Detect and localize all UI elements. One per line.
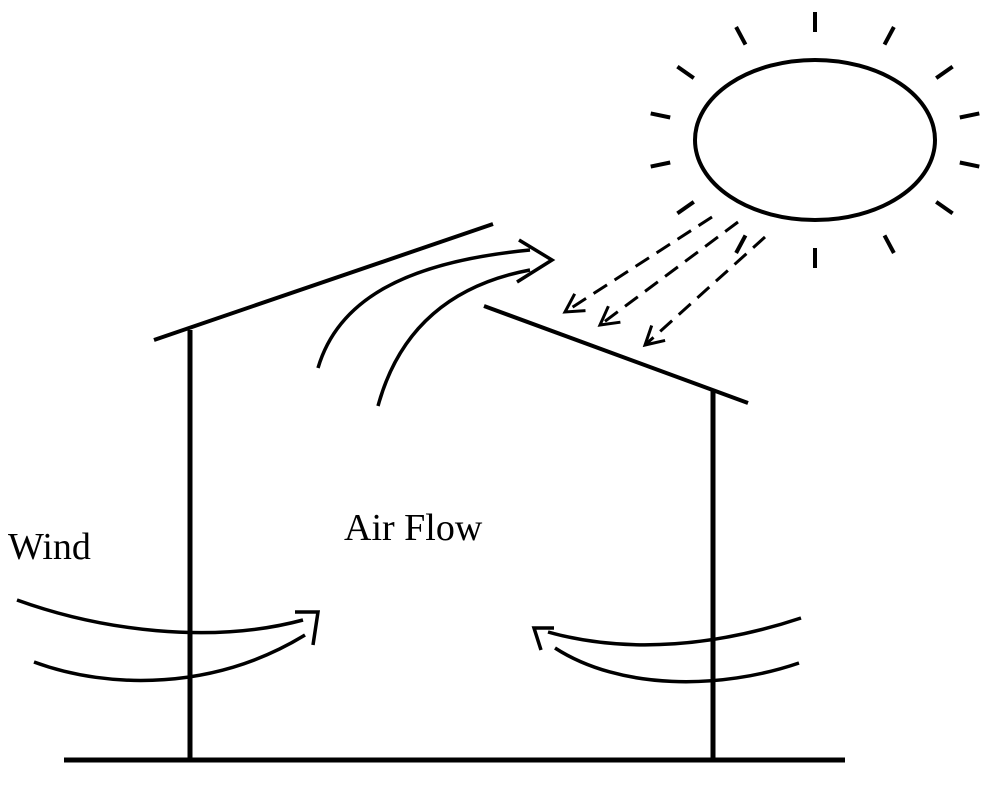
sun-ray	[959, 111, 980, 120]
sun-ray	[650, 160, 671, 169]
sun-ray	[734, 26, 748, 46]
wind-arrow-left-lower	[33, 633, 306, 683]
wind-arrow-right-upper	[547, 616, 802, 647]
solar-radiation-arrowhead	[562, 293, 586, 314]
solar-radiation-arrowhead	[597, 305, 621, 327]
wind-label: Wind	[8, 526, 91, 568]
building-left	[153, 222, 494, 760]
solar-radiation-arrow	[599, 220, 739, 327]
sun-ray	[935, 200, 954, 216]
wind-arrow-left-head	[295, 610, 321, 646]
sun-ray	[734, 234, 748, 254]
wind-arrow-right	[531, 616, 802, 684]
building-right	[483, 304, 749, 760]
sun-ray	[676, 200, 695, 216]
solar-radiation-arrow	[643, 235, 767, 347]
sun-ray	[882, 234, 896, 254]
solar-radiation-arrow	[564, 215, 713, 314]
sun-ray	[882, 26, 896, 46]
right-roof	[483, 304, 749, 405]
solar-radiation-arrows	[562, 215, 767, 348]
air-flow-arrowhead	[516, 238, 556, 284]
air-flow-arrow	[316, 238, 556, 407]
sun-icon	[650, 12, 980, 268]
wind-arrow-right-lower	[554, 646, 800, 684]
air-flow-arrow-outer	[316, 248, 531, 369]
wind-arrow-left-upper	[16, 598, 304, 635]
wind-arrow-right-head	[531, 626, 554, 651]
air-flow-label: Air Flow	[344, 507, 483, 549]
left-roof	[153, 222, 494, 342]
sun-disc	[693, 58, 937, 222]
air-flow-arrow-inner	[376, 268, 531, 407]
solar-radiation-arrowhead	[642, 325, 666, 348]
sun-ray	[650, 111, 671, 120]
sun-ray	[676, 64, 695, 80]
sun-ray	[935, 64, 954, 80]
wind-arrow-left	[16, 598, 321, 683]
sun-ray	[959, 160, 980, 169]
